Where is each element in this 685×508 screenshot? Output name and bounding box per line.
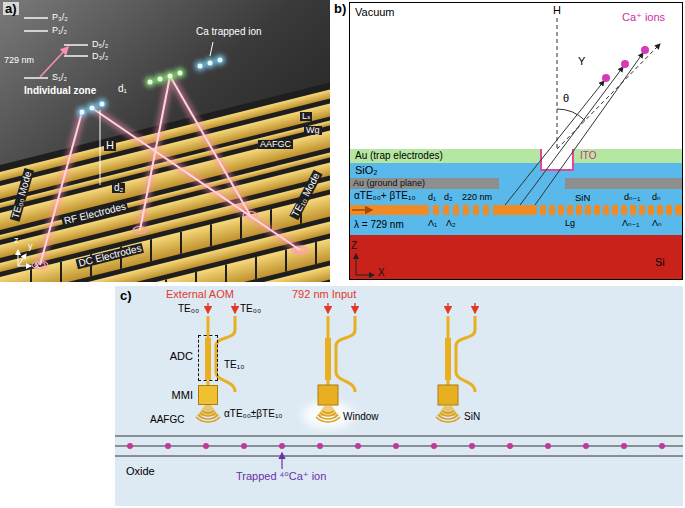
node-label: Vacuum xyxy=(355,7,395,18)
figure-label: Lₛ xyxy=(300,112,312,121)
figure-label: RF Electrodes xyxy=(61,201,129,227)
figure-label: d₁ xyxy=(428,193,436,202)
layer-part xyxy=(654,205,657,215)
layer-part xyxy=(573,205,576,215)
figure-label: Wg xyxy=(304,126,322,135)
node-label: SiN xyxy=(575,193,590,203)
layer-part xyxy=(645,205,648,215)
layer-part xyxy=(636,205,639,215)
figure-label: x xyxy=(35,261,40,270)
layer-part xyxy=(429,205,433,215)
figure-label: S₁/₂ xyxy=(52,73,67,82)
layer-part xyxy=(537,205,540,215)
node-label: Au (ground plane) xyxy=(353,179,425,188)
figure-label: αTE₀₀±βTE₁₀ xyxy=(224,409,282,419)
layer-part xyxy=(555,205,558,215)
sin-waveguide: SiN xyxy=(349,205,683,215)
node-label: Si xyxy=(655,257,665,268)
figure-label: Oxide xyxy=(126,466,155,477)
figure-label: Λₙ xyxy=(652,219,662,228)
figure-label: d₁ xyxy=(118,84,127,94)
figure-label: TE₀₀ xyxy=(240,304,261,314)
figure-label: dₙ₋₁ xyxy=(624,193,640,202)
layer-part xyxy=(439,205,443,215)
figure-label: a) xyxy=(3,2,19,15)
figure-label: Individual zone xyxy=(24,86,96,96)
layer-part xyxy=(449,205,453,215)
ground-plane: Au (ground plane) xyxy=(349,178,683,189)
figure-label: Z xyxy=(351,241,357,251)
figure-label: Λ₁ xyxy=(428,219,437,228)
figure-label: d₂ xyxy=(444,193,453,202)
layer-part xyxy=(609,205,612,215)
figure-label: P₃/₂ xyxy=(52,13,68,22)
trap-electrode-layer: Au (trap electrodes) xyxy=(349,149,683,163)
figure-label: H xyxy=(104,140,116,151)
figure-label: λ = 729 nm xyxy=(354,220,404,230)
figure-label: b) xyxy=(334,2,346,15)
figure-label: SiN xyxy=(464,412,480,422)
figure-label: c) xyxy=(120,289,132,302)
layer-part xyxy=(591,205,594,215)
figure-label: dₙ xyxy=(652,193,661,202)
figure-label: TE₁₀ Mode xyxy=(289,170,322,221)
layer-part xyxy=(600,205,603,215)
figure-label: AAFGC xyxy=(150,415,184,425)
figure-label: TE₁₀ xyxy=(224,360,244,370)
figure-label: y xyxy=(28,242,33,251)
figure-label: θ xyxy=(563,93,569,104)
figure-label: 220 nm xyxy=(462,193,492,202)
mmi-box: MMI xyxy=(198,385,218,405)
layer-part xyxy=(565,178,683,189)
figure-label: z xyxy=(14,236,19,245)
figure-label: Λ₂ xyxy=(446,219,456,228)
vacuum-band: Vacuum xyxy=(349,2,683,149)
layer-part xyxy=(459,205,463,215)
figure-label: DC Electrodes xyxy=(76,243,145,269)
figure-label: Y xyxy=(578,56,585,67)
figure-label: D₃/₂ xyxy=(92,52,108,61)
figure-label: 792 nm Input xyxy=(292,289,356,300)
layer-part xyxy=(469,205,473,215)
figure-label: αTE₀₀+ βTE₁₀ xyxy=(354,191,416,201)
figure-label: TE₀₀ Mode xyxy=(10,168,34,222)
node-label: SiO₂ xyxy=(355,165,378,176)
figure-label: d₂ xyxy=(112,183,125,193)
layer-part xyxy=(546,205,549,215)
layer-part xyxy=(564,205,567,215)
figure-label: X xyxy=(378,268,385,278)
node-label: Au (trap electrodes) xyxy=(355,151,443,161)
figure-label: Lg xyxy=(565,219,575,228)
figure-label: TE₀₀ xyxy=(178,304,199,314)
node-label: MMI xyxy=(172,390,193,401)
si-substrate: Si xyxy=(349,235,683,280)
ito-window: ITO xyxy=(540,149,574,171)
layer-part xyxy=(479,205,483,215)
layer-part xyxy=(627,205,630,215)
figure-label: H xyxy=(553,5,561,16)
layer-part xyxy=(672,205,675,215)
node-label: ITO xyxy=(580,151,596,161)
figure-label: AAFGC xyxy=(258,140,293,149)
panel-c-illustration xyxy=(115,286,683,506)
figure-label: D₅/₂ xyxy=(92,40,108,49)
adc-coupler: ADC xyxy=(198,335,218,381)
figure-label: P₁/₂ xyxy=(52,26,67,35)
node-label: ADC xyxy=(170,351,193,362)
figure-label: Λₙ₋₁ xyxy=(622,219,639,228)
layer-part xyxy=(582,205,585,215)
layer-part xyxy=(663,205,666,215)
figure-label: 729 nm xyxy=(4,56,34,65)
figure-label: Ca⁺ ions xyxy=(622,12,665,23)
figure-label: Ca trapped ion xyxy=(196,27,262,37)
figure-label: External AOM xyxy=(166,289,234,300)
figure-label: Window xyxy=(343,412,379,422)
figure-label: Trapped ⁴⁰Ca⁺ ion xyxy=(236,471,326,482)
layer-part xyxy=(489,205,493,215)
layer-part xyxy=(618,205,621,215)
